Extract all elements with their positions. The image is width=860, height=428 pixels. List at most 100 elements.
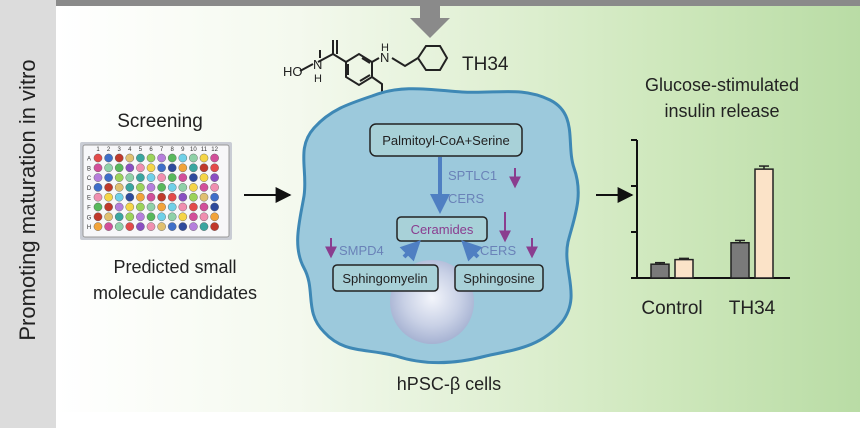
plate-well: [157, 183, 166, 192]
plate-well: [93, 222, 103, 231]
plate-well: [167, 153, 177, 163]
plate-well: [93, 173, 103, 182]
plate-well: [167, 163, 177, 173]
plate-well: [146, 202, 156, 212]
plate-well: [125, 183, 135, 192]
plate-column-label: 7: [160, 147, 164, 153]
plate-well: [136, 202, 145, 212]
plate-column-label: 4: [128, 147, 132, 153]
plate-column-label: 8: [171, 147, 175, 153]
plate-well: [114, 183, 124, 192]
plate-well: [104, 153, 113, 163]
plate-well: [146, 163, 156, 173]
chart-bar: [674, 258, 694, 279]
plate-well: [199, 202, 209, 212]
plate-column-label: 11: [201, 147, 208, 153]
plate-well: [114, 163, 124, 173]
plate-well: [93, 163, 103, 173]
plate-well: [125, 173, 135, 182]
plate-well: [104, 163, 113, 173]
chart-title-line1: Glucose-stimulated: [645, 75, 799, 95]
plate-well: [136, 173, 145, 182]
plate-well: [157, 173, 166, 182]
plate-well: [199, 183, 209, 192]
plate-well: [125, 222, 135, 231]
plate-row-label: H: [87, 225, 91, 231]
plate-column-label: 1: [96, 147, 100, 153]
plate-well: [189, 202, 198, 212]
plate-well: [157, 212, 166, 222]
plate-row-label: C: [87, 176, 92, 182]
ceramides-box: [396, 216, 488, 242]
plate-well: [178, 183, 188, 192]
palmitoyl-box: [369, 123, 523, 157]
plate-column-label: 10: [190, 147, 197, 153]
sphingosine-to-ceramide-arrow: [461, 240, 483, 262]
plate-well: [114, 202, 124, 212]
plate-well: [167, 202, 177, 212]
plate-row-label: D: [87, 186, 92, 192]
plate-well: [199, 163, 209, 173]
plate-well: [157, 153, 166, 163]
plate-well: [167, 222, 177, 231]
plate-column-label: 3: [118, 147, 122, 153]
plate-well: [199, 173, 209, 182]
plate-well: [125, 192, 135, 202]
plate-row-label: B: [87, 166, 91, 172]
plate-well: [136, 163, 145, 173]
plate-well: [104, 183, 113, 192]
plate-well: [157, 202, 166, 212]
plate-well: [189, 163, 198, 173]
plate-well: [136, 212, 145, 222]
palmitoyl-label: Palmitoyl-CoA+Serine: [382, 133, 510, 148]
plate-well: [136, 192, 145, 202]
plate-well: [210, 212, 219, 222]
plate-well: [199, 212, 209, 222]
plate-well: [178, 192, 188, 202]
plate-row-label: F: [87, 206, 91, 212]
sidebar: Promoting maturation in vitro: [0, 0, 56, 428]
sphingomyelin-to-ceramide-arrow: [399, 240, 421, 262]
sphingosine-box: [454, 264, 544, 292]
enzyme-smpd4: SMPD4: [339, 243, 384, 258]
structure-label-amine-h: H: [381, 42, 389, 54]
plate-well: [178, 222, 188, 231]
plate-well: [125, 163, 135, 173]
plate-well: [189, 183, 198, 192]
plate-well: [189, 173, 198, 182]
plate-well: [210, 222, 219, 231]
top-bar: [56, 0, 860, 6]
plate-well: [104, 222, 113, 231]
plate-well: [146, 173, 156, 182]
plate-well: [167, 212, 177, 222]
plate-well: [189, 212, 198, 222]
plate-row-label: G: [87, 215, 92, 221]
enzyme-cers-right: CERS: [480, 243, 516, 258]
plate-well: [104, 173, 113, 182]
plate-well: [104, 212, 113, 222]
plate-well: [146, 192, 156, 202]
structure-label-amide-n: N: [313, 57, 322, 72]
chart-bar: [754, 168, 774, 279]
plate-well: [136, 153, 145, 163]
plate-well: [178, 212, 188, 222]
plate-well: [146, 183, 156, 192]
plate-column-label: 9: [181, 147, 185, 153]
plate-well: [210, 192, 219, 202]
th34-structure: [299, 40, 449, 96]
plate-well: [93, 202, 103, 212]
enzyme-cers: CERS: [448, 191, 484, 206]
screening-caption-line2: molecule candidates: [93, 283, 257, 303]
chart-bar: [730, 241, 750, 279]
plate-well: [199, 222, 209, 231]
plate-well: [146, 222, 156, 231]
plate-well: [167, 183, 177, 192]
top-down-arrow: [410, 0, 450, 38]
plate-well: [114, 212, 124, 222]
plate-well: [125, 202, 135, 212]
plate-well: [210, 153, 219, 163]
plate-well: [93, 153, 103, 163]
